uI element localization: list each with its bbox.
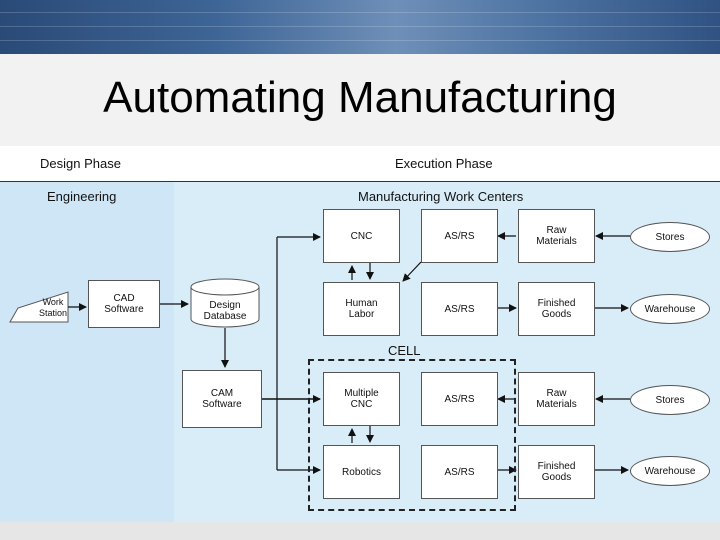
phase-divider xyxy=(0,181,720,182)
engineering-label: Engineering xyxy=(47,189,117,204)
raw-materials-box-2: Raw Materials xyxy=(518,372,595,426)
cnc-box: CNC xyxy=(323,209,400,263)
finished-goods-box-1: Finished Goods xyxy=(518,282,595,336)
design-database-label: Design Database xyxy=(203,300,247,322)
work-centers-label: Manufacturing Work Centers xyxy=(358,189,524,204)
robotics-box: Robotics xyxy=(323,445,400,499)
multiple-cnc-box: Multiple CNC xyxy=(323,372,400,426)
warehouse-oval-1: Warehouse xyxy=(630,294,710,324)
design-phase-region xyxy=(0,182,174,522)
cell-boundary xyxy=(308,359,516,511)
cell-label: CELL xyxy=(388,343,421,358)
cad-software-box: CAD Software xyxy=(88,280,160,328)
asrs-box-1: AS/RS xyxy=(421,209,498,263)
stores-oval-1: Stores xyxy=(630,222,710,252)
finished-goods-box-2: Finished Goods xyxy=(518,445,595,499)
slide-title: Automating Manufacturing xyxy=(103,73,617,122)
cam-software-box: CAM Software xyxy=(182,370,262,428)
footer-strip xyxy=(0,522,720,540)
header-banner xyxy=(0,0,720,54)
raw-materials-box-1: Raw Materials xyxy=(518,209,595,263)
execution-phase-label: Execution Phase xyxy=(395,156,493,171)
asrs-box-3: AS/RS xyxy=(421,372,498,426)
work-station-label: Work Station xyxy=(38,297,68,318)
human-labor-box: Human Labor xyxy=(323,282,400,336)
warehouse-oval-2: Warehouse xyxy=(630,456,710,486)
database-cylinder xyxy=(190,278,260,328)
design-phase-label: Design Phase xyxy=(40,156,121,171)
title-area xyxy=(0,54,720,146)
asrs-box-4: AS/RS xyxy=(421,445,498,499)
asrs-box-2: AS/RS xyxy=(421,282,498,336)
work-station-shape xyxy=(9,291,69,323)
diagram-panel xyxy=(0,146,720,522)
stores-oval-2: Stores xyxy=(630,385,710,415)
